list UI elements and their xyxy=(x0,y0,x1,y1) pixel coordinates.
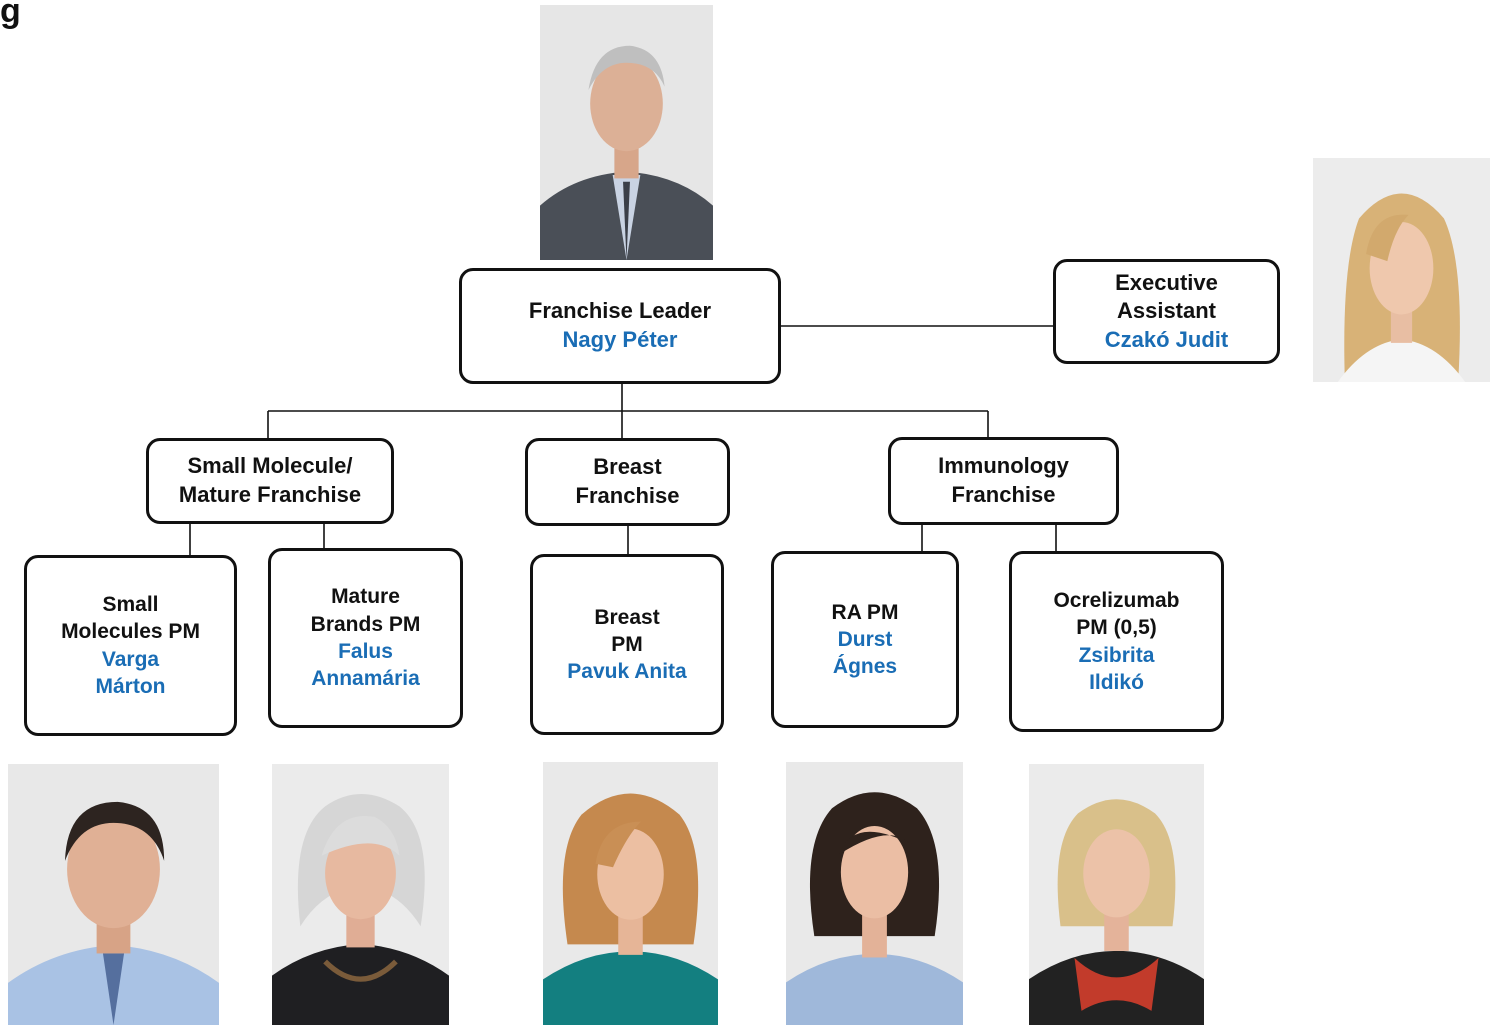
franchise-label: Small Molecule/ Mature Franchise xyxy=(178,453,362,507)
pm3-photo xyxy=(543,762,718,1025)
pm2-photo xyxy=(272,764,449,1025)
pm-name: Falus Annamária xyxy=(311,640,420,691)
pm-name: Pavuk Anita xyxy=(567,660,687,684)
mature-brands-pm-box: Mature Brands PM Falus Annamária xyxy=(268,548,463,728)
ra-pm-box: RA PM Durst Ágnes xyxy=(771,551,959,728)
breast-pm-box: Breast PM Pavuk Anita xyxy=(530,554,724,735)
leader-photo xyxy=(540,5,713,260)
pm-role: Mature Brands PM xyxy=(310,585,421,636)
franchise-label: Immunology Franchise xyxy=(938,453,1069,507)
pm-role: Ocrelizumab PM (0,5) xyxy=(1053,588,1180,640)
pm4-photo xyxy=(786,762,963,1025)
leader-name: Nagy Péter xyxy=(562,327,678,352)
pm-role: Small Molecules PM xyxy=(61,592,200,644)
leader-role: Franchise Leader xyxy=(528,298,712,324)
pm5-photo xyxy=(1029,764,1204,1025)
corner-letter: g xyxy=(0,0,21,30)
pm-name: Varga Márton xyxy=(95,647,166,698)
pm-role: RA PM xyxy=(831,600,899,624)
franchise-leader-box: Franchise Leader Nagy Péter xyxy=(459,268,781,384)
breast-franchise-box: Breast Franchise xyxy=(525,438,730,526)
franchise-label: Breast Franchise xyxy=(575,454,680,508)
pm1-photo xyxy=(8,764,219,1025)
assistant-role: Executive Assistant xyxy=(1115,269,1218,324)
ocrelizumab-pm-box: Ocrelizumab PM (0,5) Zsibrita Ildikó xyxy=(1009,551,1224,732)
pm-name: Zsibrita Ildikó xyxy=(1078,643,1155,694)
pm-role: Breast PM xyxy=(594,605,660,656)
small-molecule-franchise-box: Small Molecule/ Mature Franchise xyxy=(146,438,394,524)
executive-assistant-box: Executive Assistant Czakó Judit xyxy=(1053,259,1280,364)
assistant-photo xyxy=(1313,158,1490,382)
small-molecules-pm-box: Small Molecules PM Varga Márton xyxy=(24,555,237,736)
immunology-franchise-box: Immunology Franchise xyxy=(888,437,1119,525)
assistant-name: Czakó Judit xyxy=(1104,326,1229,352)
pm-name: Durst Ágnes xyxy=(832,627,898,679)
